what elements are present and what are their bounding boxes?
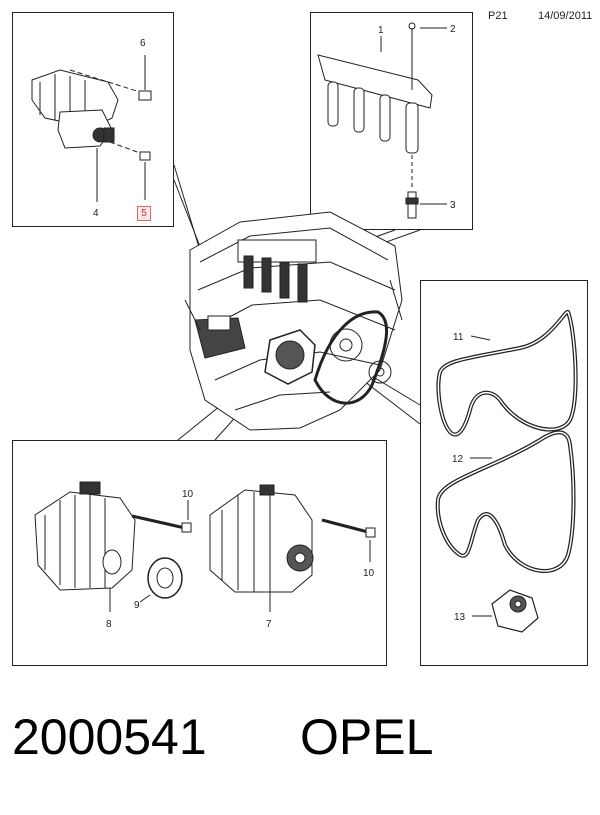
callout-12: 12: [452, 454, 464, 465]
bolt-6-icon: [138, 55, 152, 101]
callout-2: 2: [450, 24, 456, 35]
page-date: 14/09/2011: [538, 10, 593, 22]
spark-plug-icon: [405, 191, 419, 219]
belt-12-icon: [435, 430, 576, 573]
alternator-right-drawing: [209, 484, 314, 612]
bolt-10a-icon: [131, 500, 192, 533]
starter-motor-drawing: [31, 69, 141, 202]
callout-7: 7: [266, 619, 272, 630]
belt-11-icon: [436, 309, 578, 437]
callout-11: 11: [453, 332, 464, 343]
alternator-left-drawing: [34, 481, 136, 612]
callout-6: 6: [140, 38, 146, 49]
callout-3: 3: [450, 200, 456, 211]
callout-5-badge[interactable]: 5: [137, 206, 151, 221]
pulley-icon: [139, 557, 183, 603]
callout-1: 1: [378, 25, 384, 36]
callout-9: 9: [134, 600, 140, 611]
callout-8: 8: [106, 619, 112, 630]
callout-13: 13: [454, 612, 466, 623]
callout-10b: 10: [363, 568, 375, 579]
page-code: P21: [488, 10, 508, 22]
engine-block: [184, 211, 403, 431]
bolt-10b-icon: [321, 518, 376, 562]
tensioner-icon: [472, 589, 539, 633]
nut-5-icon: [139, 151, 151, 200]
callout-4: 4: [93, 208, 99, 219]
ignition-panel: [310, 12, 473, 230]
part-number: 2000541: [12, 709, 207, 765]
brand-name: OPEL: [300, 709, 434, 765]
callout-10a: 10: [182, 489, 194, 500]
ignition-coil-drawing: [317, 22, 433, 190]
